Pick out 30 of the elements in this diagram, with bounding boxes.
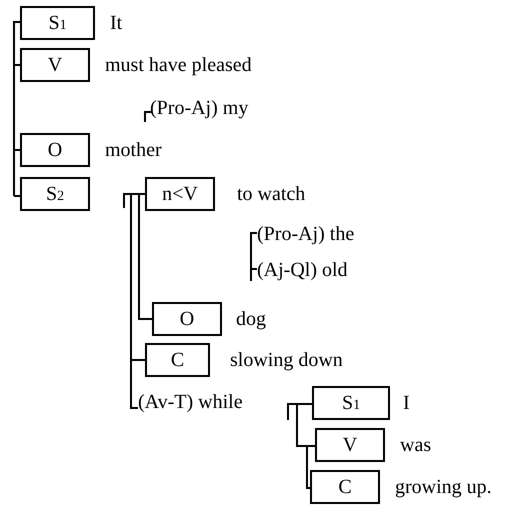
category-box (310, 470, 380, 504)
category-box (152, 302, 222, 336)
category-label: n<V (162, 184, 198, 204)
category-box (20, 133, 90, 167)
modifier-label: (Aj-Ql) old (257, 260, 348, 280)
word-text: dog (236, 309, 266, 329)
category-label: O (180, 309, 194, 329)
word-text: to watch (237, 184, 306, 204)
category-box (20, 6, 95, 40)
category-box (315, 428, 385, 462)
word-text: mother (105, 140, 162, 160)
category-box (312, 386, 390, 420)
word-text: must have pleased (105, 55, 252, 75)
word-text: I (403, 393, 410, 413)
word-text: It (110, 13, 122, 33)
modifier-label: (Pro-Aj) my (150, 98, 248, 118)
category-box (145, 343, 210, 377)
category-label: V (342, 435, 358, 455)
category-box (20, 48, 90, 82)
word-text: growing up. (395, 477, 492, 497)
modifier-label: (Av-T) while (138, 392, 243, 412)
category-label: O (48, 140, 62, 160)
modifier-label: (Pro-Aj) the (257, 224, 354, 244)
category-label: V (48, 55, 62, 75)
category-label: C (170, 350, 184, 370)
category-box (145, 177, 215, 211)
category-label: C (338, 477, 352, 497)
word-text: was (400, 435, 432, 455)
word-text: slowing down (230, 350, 343, 370)
category-box (20, 177, 90, 211)
